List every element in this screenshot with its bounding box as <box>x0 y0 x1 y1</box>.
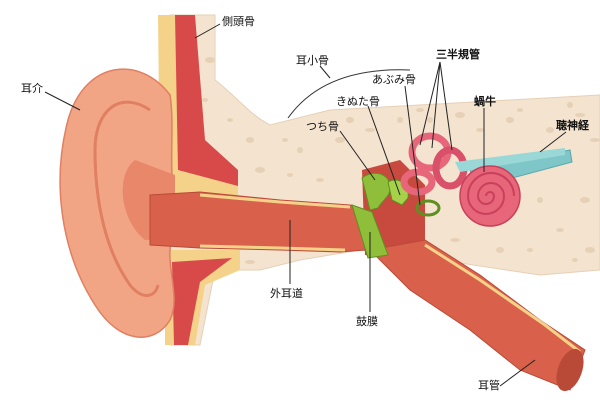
bone-pore <box>556 228 564 232</box>
label-temporal-bone: 側頭骨 <box>222 15 255 28</box>
bone-pore <box>537 197 543 203</box>
leader-semicircular-3 <box>439 61 453 151</box>
label-stapes: あぶみ骨 <box>372 73 416 86</box>
bone-pore <box>416 108 424 112</box>
bone-pore <box>227 118 233 122</box>
bone-pore <box>205 57 215 63</box>
bone-pore <box>506 117 514 123</box>
bone-pore <box>335 137 345 143</box>
bone-pore <box>575 113 585 117</box>
leader-temporal-bone <box>194 23 221 39</box>
bone-pore <box>246 137 254 143</box>
bone-pore <box>282 138 288 142</box>
label-auditory-nerve: 聴神経 <box>556 119 589 132</box>
bone-pore <box>580 197 590 203</box>
bone-pore <box>496 247 504 253</box>
bone-pore <box>427 117 433 123</box>
leader-semicircular-1 <box>419 61 441 146</box>
leader-stapes <box>404 85 421 206</box>
label-eardrum: 鼓膜 <box>356 315 378 328</box>
auditory-nerve-2 <box>455 148 565 172</box>
label-cochlea: 蝸牛 <box>474 95 496 108</box>
bone-pore <box>476 128 484 132</box>
bone-pore <box>365 128 375 132</box>
cochlea-spiral <box>466 172 515 215</box>
bone-pore <box>255 167 265 173</box>
bone-pore <box>572 258 578 262</box>
canal-lining-lower <box>199 244 346 252</box>
leader-incus <box>367 105 401 196</box>
label-external-canal: 外耳道 <box>270 287 303 300</box>
bone-pore <box>527 248 533 252</box>
ossicles-arc <box>287 69 411 119</box>
leader-nerve <box>539 131 567 153</box>
bone-pore <box>450 238 460 242</box>
eustachian-opening <box>556 348 584 392</box>
bone-pore <box>455 112 465 118</box>
leader-auricle <box>44 91 81 111</box>
bone-pore <box>590 138 600 142</box>
bone-pore <box>316 178 324 182</box>
leader-malleus <box>339 130 376 181</box>
bone-pore <box>546 127 554 133</box>
leader-ossicles <box>319 65 331 79</box>
label-ossicles: 耳小骨 <box>296 54 329 67</box>
leader-eustachian <box>499 359 536 387</box>
label-incus: きぬた骨 <box>336 95 380 108</box>
canal-lining <box>199 193 351 209</box>
leader-lines <box>44 23 567 387</box>
label-eustachian-tube: 耳管 <box>478 379 500 392</box>
bone-pore <box>567 102 573 108</box>
label-semicircular-canals: 三半規管 <box>436 48 480 61</box>
bone-pore <box>346 117 354 123</box>
bone-pore <box>517 108 523 112</box>
eardrum-shape <box>351 204 389 259</box>
bone-pore <box>397 117 403 123</box>
temporal-muscle <box>175 15 238 186</box>
label-auricle: 耳介 <box>21 82 43 95</box>
lower-muscle <box>172 258 232 345</box>
label-malleus: つち骨 <box>306 120 339 133</box>
eustachian-lining <box>424 243 581 354</box>
bone-pore <box>297 147 303 153</box>
auricle-inner <box>93 100 160 297</box>
leader-semicircular-2 <box>431 61 441 149</box>
bone-pore <box>585 247 595 253</box>
bone-pore <box>287 173 293 177</box>
stapes-shape <box>415 199 441 217</box>
bone-pore <box>202 98 208 102</box>
bone-pore <box>245 260 255 264</box>
